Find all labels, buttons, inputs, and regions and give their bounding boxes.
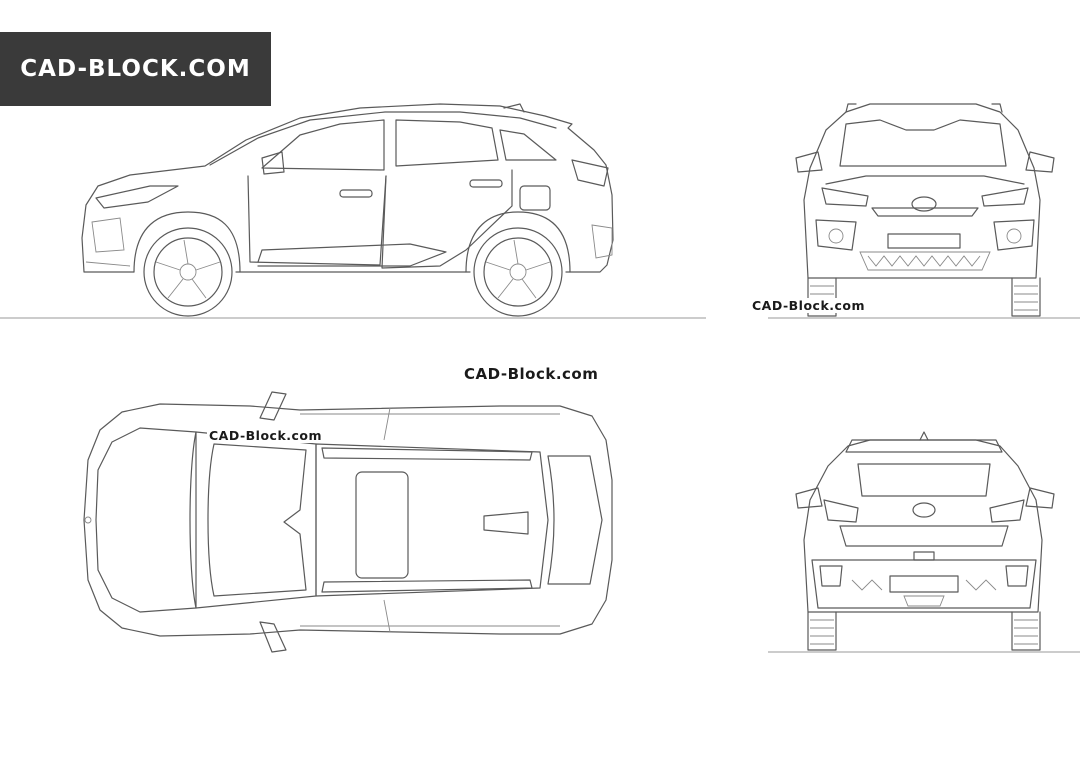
brand-logo-banner: CAD-Block.com — [0, 32, 271, 106]
top-left-mirror — [259, 391, 287, 421]
front-roof-rail — [845, 103, 1003, 113]
side-front-wheel-arch — [133, 211, 241, 273]
front-windshield — [839, 119, 1007, 167]
side-rear-bumper-detail — [591, 224, 613, 259]
side-rear-wheel — [473, 227, 563, 317]
rear-tyre-tread — [810, 619, 1038, 645]
rear-right-mirror — [1025, 487, 1055, 509]
top-front-emblem — [84, 516, 92, 524]
top-sunroof — [355, 471, 409, 579]
rear-right-tail-lamp — [989, 499, 1025, 523]
side-body-outline — [81, 103, 614, 273]
top-shark-fin-antenna — [483, 511, 529, 535]
front-right-tyre — [1011, 277, 1041, 317]
side-front-door-handle — [339, 189, 373, 198]
front-left-mirror — [795, 151, 823, 173]
side-rear-window — [395, 119, 499, 167]
side-rear-spoiler — [503, 103, 525, 113]
front-body-outline — [803, 103, 1041, 279]
top-door-lines — [300, 407, 560, 633]
rear-right-tyre — [1011, 611, 1041, 651]
side-mirror — [261, 151, 285, 175]
rear-left-mirror — [795, 487, 823, 509]
side-rear-door-handle — [469, 179, 503, 188]
top-body-outline — [83, 403, 613, 637]
side-view — [81, 103, 614, 317]
side-rear-wheel-arch — [465, 211, 571, 273]
top-view — [83, 391, 613, 653]
side-rear-door — [381, 169, 513, 269]
side-skirt — [257, 243, 447, 267]
side-front-window — [261, 119, 385, 171]
rear-number-plate — [889, 575, 959, 593]
top-roof-rail-upper — [321, 447, 533, 461]
front-right-mirror — [1025, 151, 1055, 173]
front-right-headlamp — [981, 187, 1029, 207]
front-view — [795, 103, 1055, 317]
rear-tailgate-line — [839, 525, 1009, 547]
rear-diffuser-mesh — [851, 579, 997, 607]
rear-view — [795, 431, 1055, 651]
top-rear-glass — [547, 455, 603, 585]
rear-roof-antenna — [919, 431, 929, 441]
front-left-fog-lamp — [815, 219, 857, 251]
rear-right-reflector — [1005, 565, 1029, 587]
front-hood-line — [825, 175, 1025, 185]
side-tail-lamp — [571, 159, 609, 187]
front-tata-emblem — [911, 196, 937, 212]
rear-left-reflector — [819, 565, 843, 587]
top-dashboard-inner — [207, 443, 307, 597]
side-headlamp — [95, 185, 179, 209]
watermark-top-view: CAD-Block.com — [207, 428, 325, 443]
rear-badge — [913, 551, 935, 561]
top-hood — [95, 427, 197, 613]
rear-left-tyre — [807, 611, 837, 651]
rear-left-tail-lamp — [823, 499, 859, 523]
rear-window — [857, 463, 991, 497]
front-number-plate — [887, 233, 961, 249]
side-front-wheel — [143, 227, 233, 317]
side-fuel-flap — [519, 185, 551, 211]
watermark-front-view: CAD-Block.com — [750, 298, 868, 313]
top-roof — [315, 443, 549, 597]
watermark-center: CAD-Block.com — [464, 365, 599, 383]
front-grille-bar — [871, 207, 979, 217]
brand-logo-text: CAD-Block.com — [20, 56, 251, 82]
side-quarter-window — [499, 129, 557, 161]
front-left-fog-lamp-bulb — [828, 228, 844, 244]
front-right-fog-lamp — [993, 219, 1035, 251]
front-lower-grille-mesh — [859, 251, 991, 271]
rear-tata-emblem — [912, 502, 936, 518]
top-roof-rail-lower — [321, 579, 533, 593]
top-right-mirror — [259, 621, 287, 653]
front-right-fog-lamp-bulb — [1006, 228, 1022, 244]
side-front-bumper-detail — [85, 217, 131, 267]
side-roof-line — [209, 111, 557, 166]
front-left-headlamp — [821, 187, 869, 207]
front-left-tyre — [807, 277, 837, 317]
top-windshield — [189, 431, 317, 609]
rear-bumper — [811, 559, 1037, 609]
rear-spoiler — [845, 439, 1003, 453]
side-front-door — [247, 175, 387, 266]
